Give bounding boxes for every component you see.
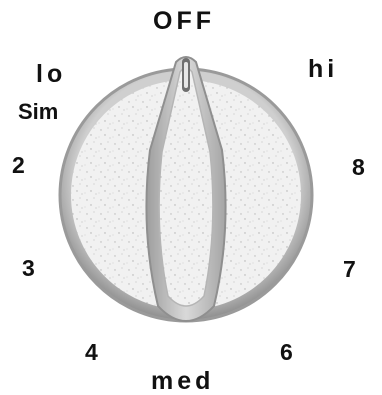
scale-label-off: OFF — [153, 9, 215, 34]
scale-label-3: 3 — [22, 257, 35, 280]
scale-label-hi: hi — [308, 57, 338, 82]
scale-label-2: 2 — [12, 154, 25, 177]
scale-label-4: 4 — [85, 341, 98, 364]
scale-label-7: 7 — [343, 258, 356, 281]
scale-label-6: 6 — [280, 341, 293, 364]
scale-label-8: 8 — [352, 156, 365, 179]
pointer-indicator-highlight — [184, 62, 188, 88]
scale-label-sim: Sim — [18, 101, 58, 123]
scale-label-med: med — [151, 369, 214, 394]
scale-label-lo: lo — [36, 62, 66, 87]
